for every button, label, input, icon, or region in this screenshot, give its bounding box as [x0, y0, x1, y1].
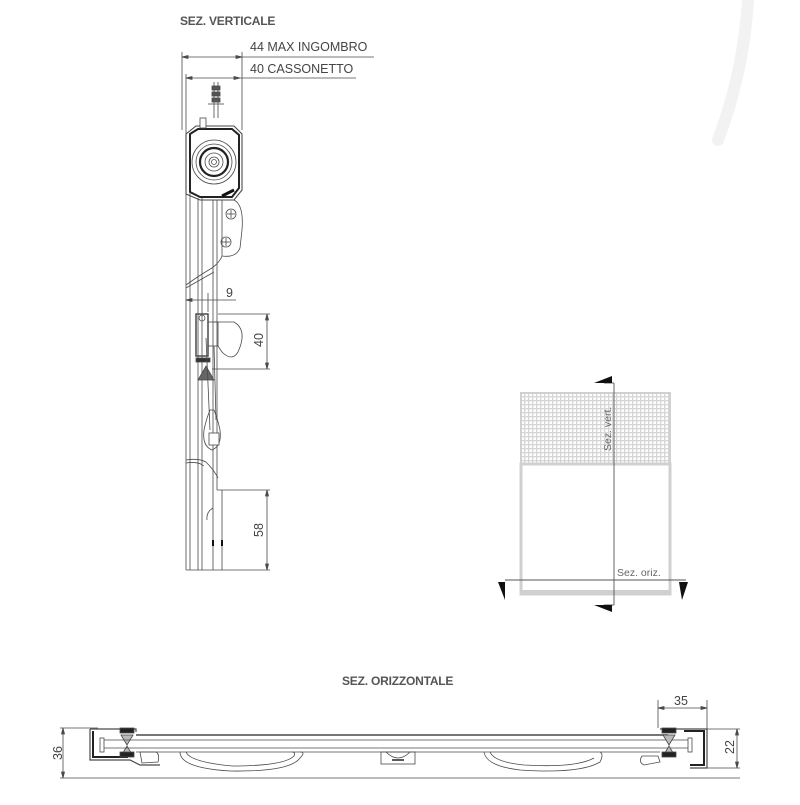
- dim-bottom-bar-label: 58: [252, 523, 266, 537]
- dim-total-depth-label: 36: [51, 746, 65, 760]
- vertical-section-title: SEZ. VERTICALE: [180, 14, 276, 28]
- dim-handle-height-label: 40: [252, 333, 266, 347]
- dim-max-footprint-label: 44 MAX INGOMBRO: [250, 40, 368, 54]
- vertical-cut-label: Sez. vert.: [602, 406, 614, 451]
- dim-box-label: 40 CASSONETTO: [250, 62, 354, 76]
- horizontal-section-drawing: [60, 700, 740, 779]
- horizontal-section-title: SEZ. ORIZZONTALE: [342, 674, 454, 688]
- horizontal-cut-label: Sez. oriz.: [617, 567, 661, 579]
- background-arc: [712, 0, 754, 146]
- dim-guide-depth-label: 22: [723, 740, 737, 754]
- dim-guide-width-label: 35: [674, 694, 688, 708]
- dim-handle-offset-label: 9: [226, 286, 233, 300]
- vertical-section-drawing: [181, 52, 374, 571]
- key-plan-diagram: [498, 376, 688, 612]
